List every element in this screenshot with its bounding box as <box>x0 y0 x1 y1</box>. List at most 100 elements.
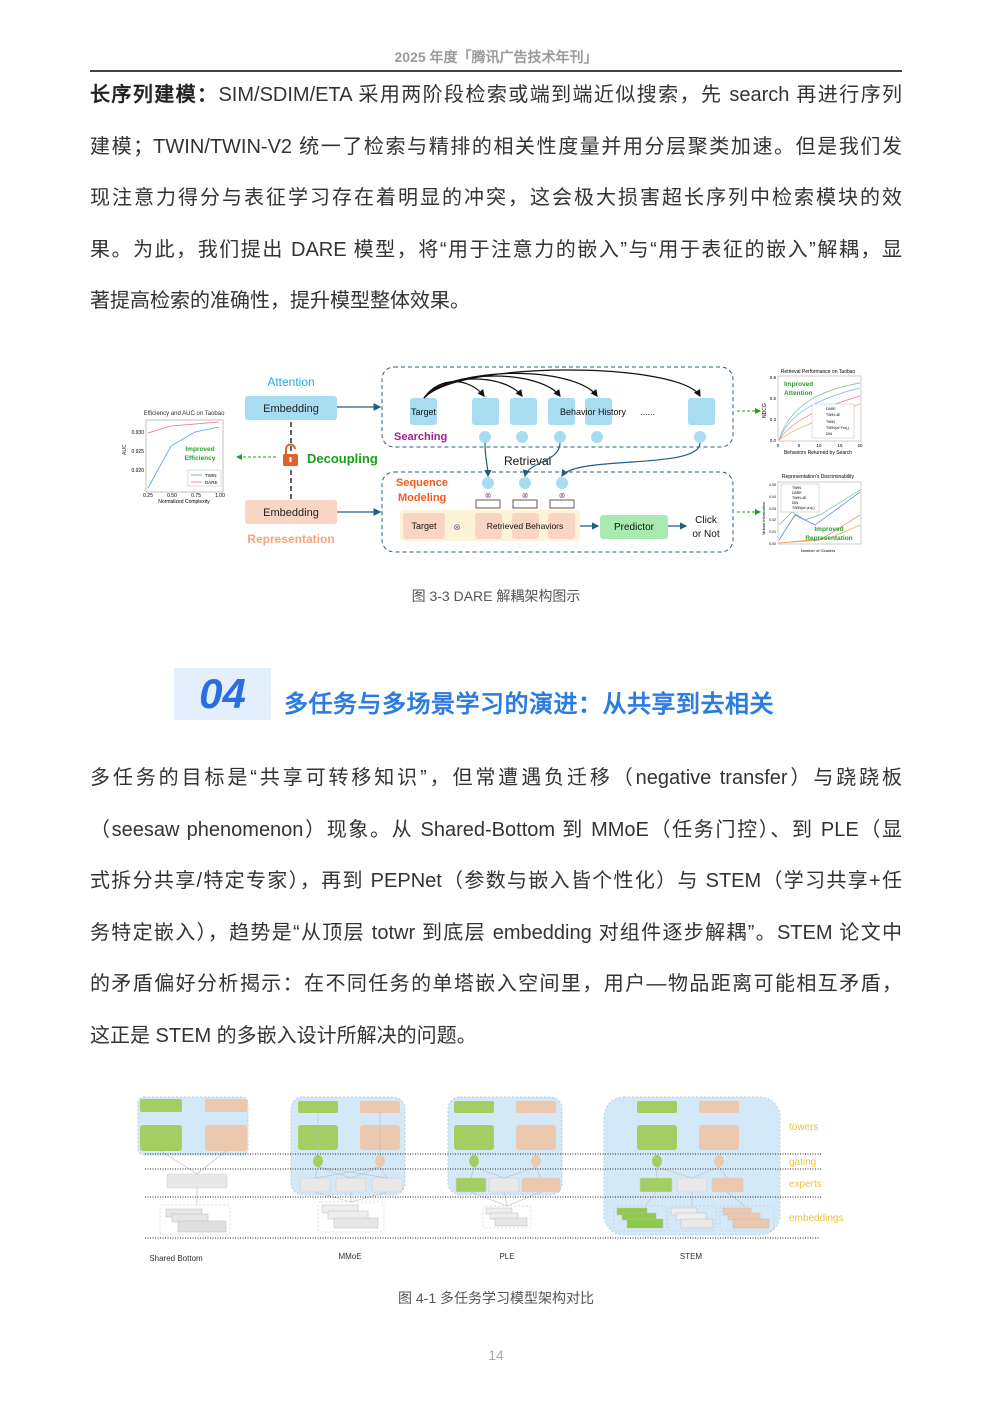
page-number: 14 <box>488 1347 504 1363</box>
improved-attention-annotation: Attention <box>784 390 813 397</box>
click-or-not-label: Click <box>695 515 718 526</box>
y-axis-label: Mutual Information <box>761 502 766 535</box>
x-tick: 0.25 <box>143 493 153 499</box>
click-or-not-label: or Not <box>692 529 719 540</box>
predictor-label: Predictor <box>614 522 655 533</box>
y-axis-label: NDCG <box>762 403 768 418</box>
paragraph-lead: 长序列建模： <box>90 84 219 106</box>
twin-series-line <box>147 426 220 489</box>
searching-label: Searching <box>394 431 447 443</box>
paragraph-line: 式拆分共享/特定专家），再到 PEPNet（参数与嵌入皆个性化）与 STEM（学… <box>90 870 902 892</box>
legend-entry: TWIN(w/ proj.) <box>792 506 815 510</box>
x-tick: 20 <box>857 443 863 448</box>
model-label-mmoe: MMoE <box>338 1252 361 1261</box>
page-header-title: 2025 年度「腾讯广告技术年刊」 <box>394 49 598 65</box>
chart-title: Efficiency and AUC on Taobao <box>144 411 225 417</box>
legend-entry: DARE <box>826 407 836 411</box>
layer-label-gating: gating <box>789 1157 816 1168</box>
sequence-modeling-label: Sequence <box>396 477 448 489</box>
figure-4-1-caption: 图 4-1 多任务学习模型架构对比 <box>397 1290 594 1306</box>
paragraph-line: 果。为此，我们提出 DARE 模型，将“用于注意力的嵌入”与“用于表征的嵌入”解… <box>90 238 902 261</box>
dare-series-line <box>147 421 220 434</box>
x-axis-label: Number of Clusters <box>801 548 835 553</box>
y-tick: 0.6 <box>770 396 777 401</box>
y-tick: 0.01 <box>769 530 776 534</box>
target-label: Target <box>411 521 437 531</box>
improved-efficiency-annotation: Efficiency <box>185 455 216 462</box>
attention-embedding-label: Embedding <box>263 403 319 415</box>
svg-text:⊗: ⊗ <box>453 522 461 532</box>
improved-representation-annotation: Improved <box>814 526 843 533</box>
paragraph-long-sequence: 长序列建模：SIM/SDIM/ETA 采用两阶段检索或端到端近似搜索，先 sea… <box>90 70 902 328</box>
target-label: Target <box>411 407 437 417</box>
multitask-architecture-figure: towers gating experts embeddings Shared … <box>137 1096 843 1263</box>
legend-entry: TWIN(w/ Proj.) <box>826 426 849 430</box>
decoupling-label: Decoupling <box>307 451 378 466</box>
legend-entry: DARE <box>205 480 218 485</box>
model-label-stem: STEM <box>680 1252 703 1261</box>
x-tick: 10 <box>816 443 822 448</box>
improved-attention-annotation: Improved <box>784 381 813 388</box>
ple-panel <box>447 1096 563 1196</box>
y-tick: 0.9 <box>770 375 777 380</box>
x-tick: 5 <box>798 443 801 448</box>
x-tick: 15 <box>837 443 843 448</box>
layer-label-experts: experts <box>789 1179 822 1190</box>
paragraph-line: （seesaw phenomenon）现象。从 Shared-Bottom 到 … <box>90 818 902 841</box>
retrieval-label: Retrieval <box>504 454 551 468</box>
task-towers <box>140 1099 739 1151</box>
x-tick: 1.00 <box>215 493 225 499</box>
paragraph-line: SIM/SDIM/ETA 采用两阶段检索或端到端近似搜索，先 search 再进… <box>218 84 902 106</box>
predictor-box <box>600 515 668 539</box>
attention-label: Attention <box>267 375 314 389</box>
y-axis-label: AUC <box>122 444 128 455</box>
efficiency-auc-chart: Efficiency and AUC on Taobao AUC 0.930 0… <box>122 411 225 505</box>
gating-nodes <box>313 1155 724 1167</box>
behavior-history-label: Behavior History <box>560 407 627 417</box>
y-tick: 0.00 <box>769 542 776 546</box>
representation-embedding-box <box>245 500 337 524</box>
mmoe-panel <box>290 1096 406 1196</box>
legend-entry: DIN <box>792 501 799 505</box>
x-tick: 0.50 <box>167 493 177 499</box>
paragraph-line: 著提高检索的准确性，提升模型整体效果。 <box>90 290 470 312</box>
legend-entry: TWIN <box>205 473 217 478</box>
paragraph-line: 的矛盾偏好分析揭示：在不同任务的单塔嵌入空间里，用户—物品距离可能相互矛盾， <box>90 973 902 995</box>
improved-efficiency-annotation: Improved <box>185 446 214 453</box>
y-tick: 0.04 <box>769 495 776 499</box>
behavior-history-tokens <box>410 369 715 443</box>
sequence-modeling-panel <box>381 471 734 553</box>
dare-architecture-figure: Efficiency and AUC on Taobao AUC 0.930 0… <box>122 366 863 553</box>
x-axis-label: Normalized Complexity <box>158 499 210 505</box>
figure-3-3-caption: 图 3-3 DARE 解耦架构图示 <box>411 588 581 604</box>
legend-entry: TWIN <box>826 420 835 424</box>
y-tick: 0.05 <box>769 483 776 487</box>
paragraph-line: 多任务的目标是“共享可转移知识”，但常遭遇负迁移（negative transf… <box>90 767 902 789</box>
legend-entry: DARE <box>792 491 802 495</box>
unlock-icon <box>281 443 299 468</box>
x-axis-label: Behaviors Returned by Search <box>784 450 852 456</box>
attention-embedding-box <box>245 396 337 420</box>
y-tick: 0.925 <box>131 449 144 455</box>
svg-text:⊗: ⊗ <box>522 491 529 500</box>
embedding-tables <box>159 1201 775 1236</box>
model-label-shared-bottom: Shared Bottom <box>149 1254 203 1263</box>
y-tick: 0.3 <box>770 417 777 422</box>
representation-discriminability-chart: Representation's Discriminability Mutual… <box>761 474 862 553</box>
y-tick: 0.0 <box>770 438 777 443</box>
legend-entry: DIN <box>826 432 833 436</box>
ellipsis: ...... <box>640 407 655 417</box>
layer-dividers <box>145 1153 822 1239</box>
legend-entry: TWIN <box>792 486 801 490</box>
improved-representation-annotation: Representation <box>805 535 852 542</box>
y-tick: 0.920 <box>131 468 144 474</box>
paragraph-line: 现注意力得分与表征学习存在着明显的冲突，这会极大损害超长序列中检索模块的效 <box>90 187 902 209</box>
paragraph-line: 这正是 STEM 的多嵌入设计所解决的问题。 <box>90 1024 477 1047</box>
y-tick: 0.02 <box>769 518 776 522</box>
legend-entry: TWIN-4E <box>792 496 807 500</box>
x-tick: 0.75 <box>191 493 201 499</box>
paragraph-multitask: 多任务的目标是“共享可转移知识”，但常遭遇负迁移（negative transf… <box>90 753 902 1062</box>
chart-title: Representation's Discriminability <box>782 474 855 480</box>
section-title: 多任务与多场景学习的演进：从共享到去相关 <box>284 691 774 718</box>
svg-text:⊗: ⊗ <box>559 491 566 500</box>
